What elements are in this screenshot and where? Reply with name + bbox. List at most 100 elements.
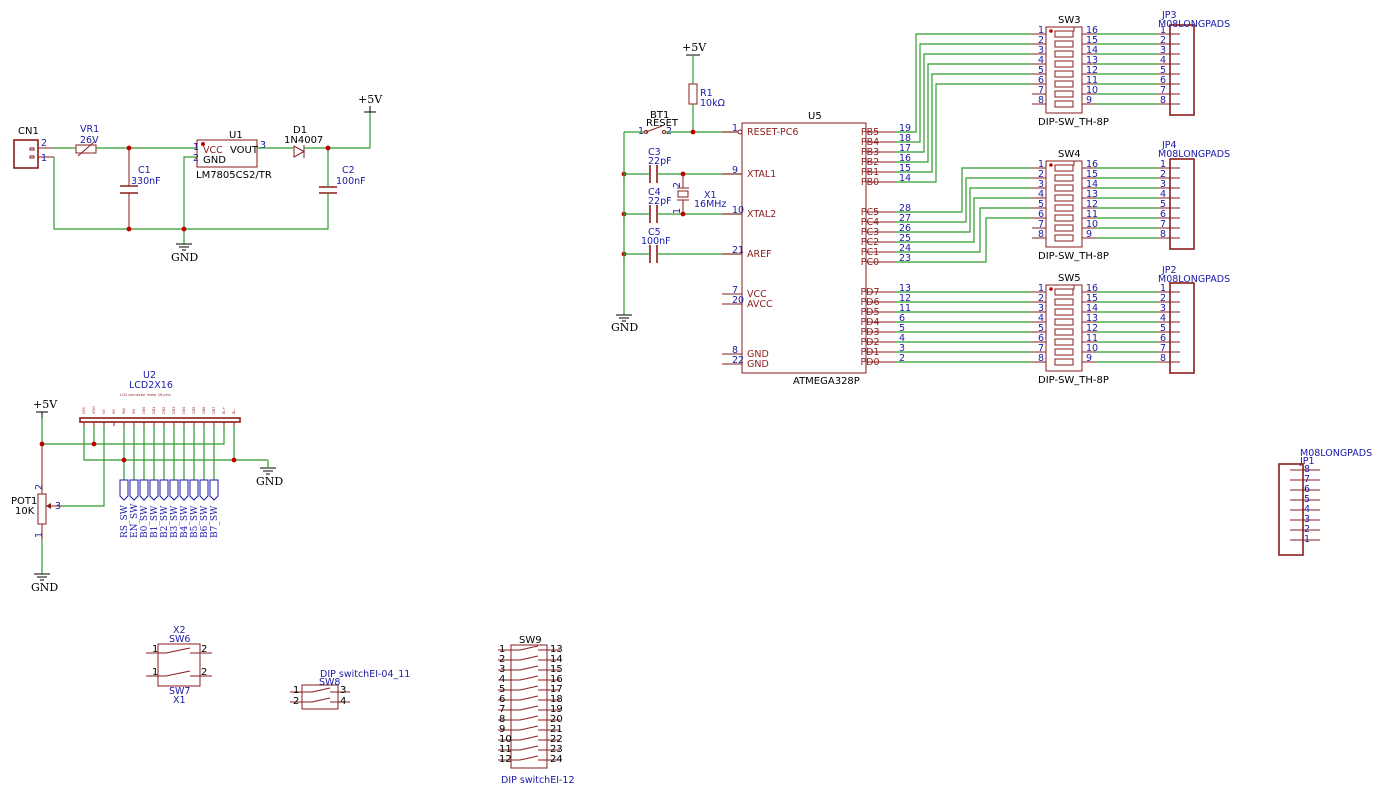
u5-pin-name: PD0 bbox=[860, 357, 879, 368]
lcd-bus-label: B6_SW bbox=[200, 505, 210, 538]
r1-ref: R1 bbox=[700, 88, 713, 99]
dip-part: DIP-SW_TH-8P bbox=[1038, 375, 1109, 386]
reset-button-bt1[interactable]: BT1 RESET 1 2 bbox=[638, 110, 679, 137]
jp1-pin-num: 1 bbox=[1304, 534, 1310, 545]
u5-pin-num: 2 bbox=[899, 353, 905, 364]
u5-pin-name: PC1 bbox=[861, 247, 879, 258]
lcd-pin-label: RS bbox=[112, 409, 116, 414]
capacitor-c5[interactable]: C5 100nF bbox=[641, 227, 671, 263]
jp-part: M08LONGPADS bbox=[1158, 149, 1230, 160]
lcd-pin-label: EN bbox=[132, 409, 136, 414]
mcu-u5[interactable]: U5 ATMEGA328P RESET-PC61XTAL19XTAL210ARE… bbox=[722, 111, 911, 387]
jp-pin-num: 3 bbox=[1160, 303, 1166, 314]
u5-pin-name: PC5 bbox=[861, 207, 879, 218]
dip-pin-left: 3 bbox=[1038, 45, 1044, 56]
dip-pin-left: 5 bbox=[1038, 323, 1044, 334]
sw7-pin2: 2 bbox=[201, 667, 207, 678]
dip-pin-left: 4 bbox=[1038, 189, 1044, 200]
jp-pin-num: 7 bbox=[1160, 85, 1166, 96]
regulator-u1[interactable]: U1 VCC GND VOUT LM7805CS2/TR 1 2 3 bbox=[193, 130, 272, 181]
vr1-value: 26V bbox=[80, 135, 99, 146]
dip-pin-right: 16 bbox=[1086, 25, 1098, 36]
connector-cn1[interactable]: CN1 2 1 bbox=[13, 126, 54, 169]
u5-pin-name: GND bbox=[747, 349, 769, 360]
sw9-pin-left: 4 bbox=[499, 674, 505, 685]
cn1-pin2: 2 bbox=[41, 138, 47, 149]
u5-pin-num: 13 bbox=[899, 283, 911, 294]
jp-pin-num: 4 bbox=[1160, 55, 1166, 66]
dip-pin-right: 9 bbox=[1086, 353, 1092, 364]
dip-pin-right: 15 bbox=[1086, 169, 1098, 180]
u5-pin-name: PB0 bbox=[861, 177, 879, 188]
capacitor-c3[interactable]: C3 22pF bbox=[648, 147, 672, 183]
varistor-vr1[interactable]: VR1 26V bbox=[75, 124, 99, 157]
dip-pin-right: 14 bbox=[1086, 45, 1098, 56]
u5-pin-num: 21 bbox=[732, 245, 744, 256]
u5-pin-name: PC3 bbox=[861, 227, 879, 238]
sw9-pin-left: 5 bbox=[499, 684, 505, 695]
dip-pin-left: 3 bbox=[1038, 179, 1044, 190]
sw9-pin-left: 1 bbox=[499, 644, 505, 655]
u5-pin-num: 17 bbox=[899, 143, 911, 154]
c4-ref: C4 bbox=[648, 187, 661, 198]
dip-pin-left: 7 bbox=[1038, 343, 1044, 354]
jp-pin-num: 5 bbox=[1160, 323, 1166, 334]
resistor-r1[interactable]: R1 10kΩ bbox=[688, 83, 725, 109]
jp-pin-num: 6 bbox=[1160, 209, 1166, 220]
lcd-pin-label: BL+ bbox=[222, 407, 226, 414]
sw9-ref: SW9 bbox=[519, 635, 542, 646]
c3-ref: C3 bbox=[648, 147, 661, 158]
capacitor-c2[interactable]: C2 100nF bbox=[319, 165, 366, 194]
c4-value: 22pF bbox=[648, 196, 672, 207]
dip-pin-right: 12 bbox=[1086, 65, 1098, 76]
potentiometer-pot1[interactable]: POT1 10K 1 2 3 bbox=[11, 444, 62, 574]
capacitor-c4[interactable]: C4 22pF bbox=[648, 187, 672, 223]
jp-pin-num: 3 bbox=[1160, 179, 1166, 190]
dip-pin-right: 16 bbox=[1086, 283, 1098, 294]
dip-pin-right: 9 bbox=[1086, 95, 1092, 106]
pot1-value: 10K bbox=[15, 506, 35, 517]
lcd-bus-label: B0_SW bbox=[140, 505, 150, 538]
crystal-x1[interactable]: X1 16MHz 2 1 bbox=[672, 174, 726, 214]
capacitor-c1[interactable]: C1 330nF bbox=[120, 150, 161, 229]
dip-pin-left: 1 bbox=[1038, 283, 1044, 294]
jp-pin-num: 7 bbox=[1160, 219, 1166, 230]
jp-pin-num: 7 bbox=[1160, 343, 1166, 354]
jp-pin-num: 4 bbox=[1160, 313, 1166, 324]
u5-pin-num: 19 bbox=[899, 123, 911, 134]
lcd-pin-label: DB5 bbox=[192, 407, 196, 414]
c2-value: 100nF bbox=[336, 176, 366, 187]
u5-ref: U5 bbox=[808, 111, 822, 122]
sw9-pin-right: 15 bbox=[550, 664, 563, 675]
diode-d1[interactable]: D1 1N4007 bbox=[284, 125, 323, 158]
dip-pin-left: 6 bbox=[1038, 75, 1044, 86]
jp-pin-num: 1 bbox=[1160, 25, 1166, 36]
u5-pin-num: 27 bbox=[899, 213, 911, 224]
dip-pin-left: 8 bbox=[1038, 353, 1044, 364]
dip-pin-left: 5 bbox=[1038, 199, 1044, 210]
u2-sub: LCD connector linear 16 pins bbox=[120, 393, 171, 397]
sw9-pin-right: 23 bbox=[550, 744, 563, 755]
jp1-pin-num: 6 bbox=[1304, 484, 1310, 495]
c2-ref: C2 bbox=[342, 165, 355, 176]
dip-pin-left: 6 bbox=[1038, 333, 1044, 344]
lcd-pin-label: RW bbox=[122, 408, 126, 414]
u5-pin-num: 10 bbox=[732, 205, 744, 216]
switch-sw8[interactable]: DIP switchEI-04_11 SW8 1 2 3 4 bbox=[290, 669, 410, 710]
dip-pin-right: 11 bbox=[1086, 75, 1098, 86]
jp-pin-num: 6 bbox=[1160, 333, 1166, 344]
cn1-ref: CN1 bbox=[18, 126, 39, 137]
switches-sw6-sw7[interactable]: X2 SW6 SW7 X1 1 2 1 2 bbox=[146, 625, 212, 706]
u5-pin-name: PB4 bbox=[861, 137, 879, 148]
jp-pin-num: 5 bbox=[1160, 65, 1166, 76]
vr1-ref: VR1 bbox=[80, 124, 99, 135]
